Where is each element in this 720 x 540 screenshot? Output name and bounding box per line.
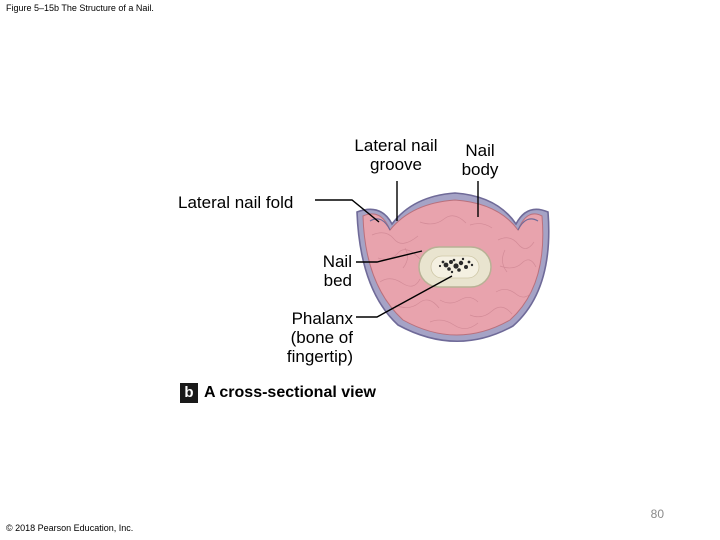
label-line: Lateral nail bbox=[354, 136, 438, 155]
groove-line-left bbox=[369, 218, 391, 231]
tissue-texture bbox=[371, 215, 537, 329]
label-line: Nail bbox=[322, 252, 352, 271]
figure-title: Figure 5–15b The Structure of a Nail. bbox=[6, 3, 154, 13]
label-nail-body: Nail body bbox=[452, 141, 508, 179]
copyright-notice: © 2018 Pearson Education, Inc. bbox=[6, 523, 134, 533]
caption-badge: b bbox=[180, 383, 198, 403]
label-line: Phalanx bbox=[291, 309, 353, 328]
label-phalanx: Phalanx (bone of fingertip) bbox=[255, 309, 353, 366]
page-number: 80 bbox=[650, 507, 664, 521]
label-line: (bone of bbox=[290, 328, 353, 347]
label-nail-bed: Nail bed bbox=[300, 252, 352, 290]
phalanx-marrow bbox=[438, 257, 474, 274]
figure-caption: b A cross-sectional view bbox=[180, 383, 376, 403]
leader-phalanx bbox=[356, 275, 453, 318]
label-lateral-nail-groove: Lateral nail groove bbox=[340, 136, 452, 174]
label-line: Nail bbox=[465, 141, 495, 160]
label-line: fingertip) bbox=[286, 347, 353, 366]
label-line: body bbox=[461, 160, 499, 179]
groove-line-right bbox=[517, 218, 539, 231]
label-lateral-nail-fold: Lateral nail fold bbox=[178, 193, 294, 212]
label-line: groove bbox=[370, 155, 422, 174]
label-line: bed bbox=[323, 271, 352, 290]
leader-nail-bed bbox=[356, 250, 423, 263]
leader-lines bbox=[315, 181, 479, 318]
caption-text: A cross-sectional view bbox=[204, 384, 376, 401]
leader-lateral-nail-fold bbox=[315, 199, 380, 223]
